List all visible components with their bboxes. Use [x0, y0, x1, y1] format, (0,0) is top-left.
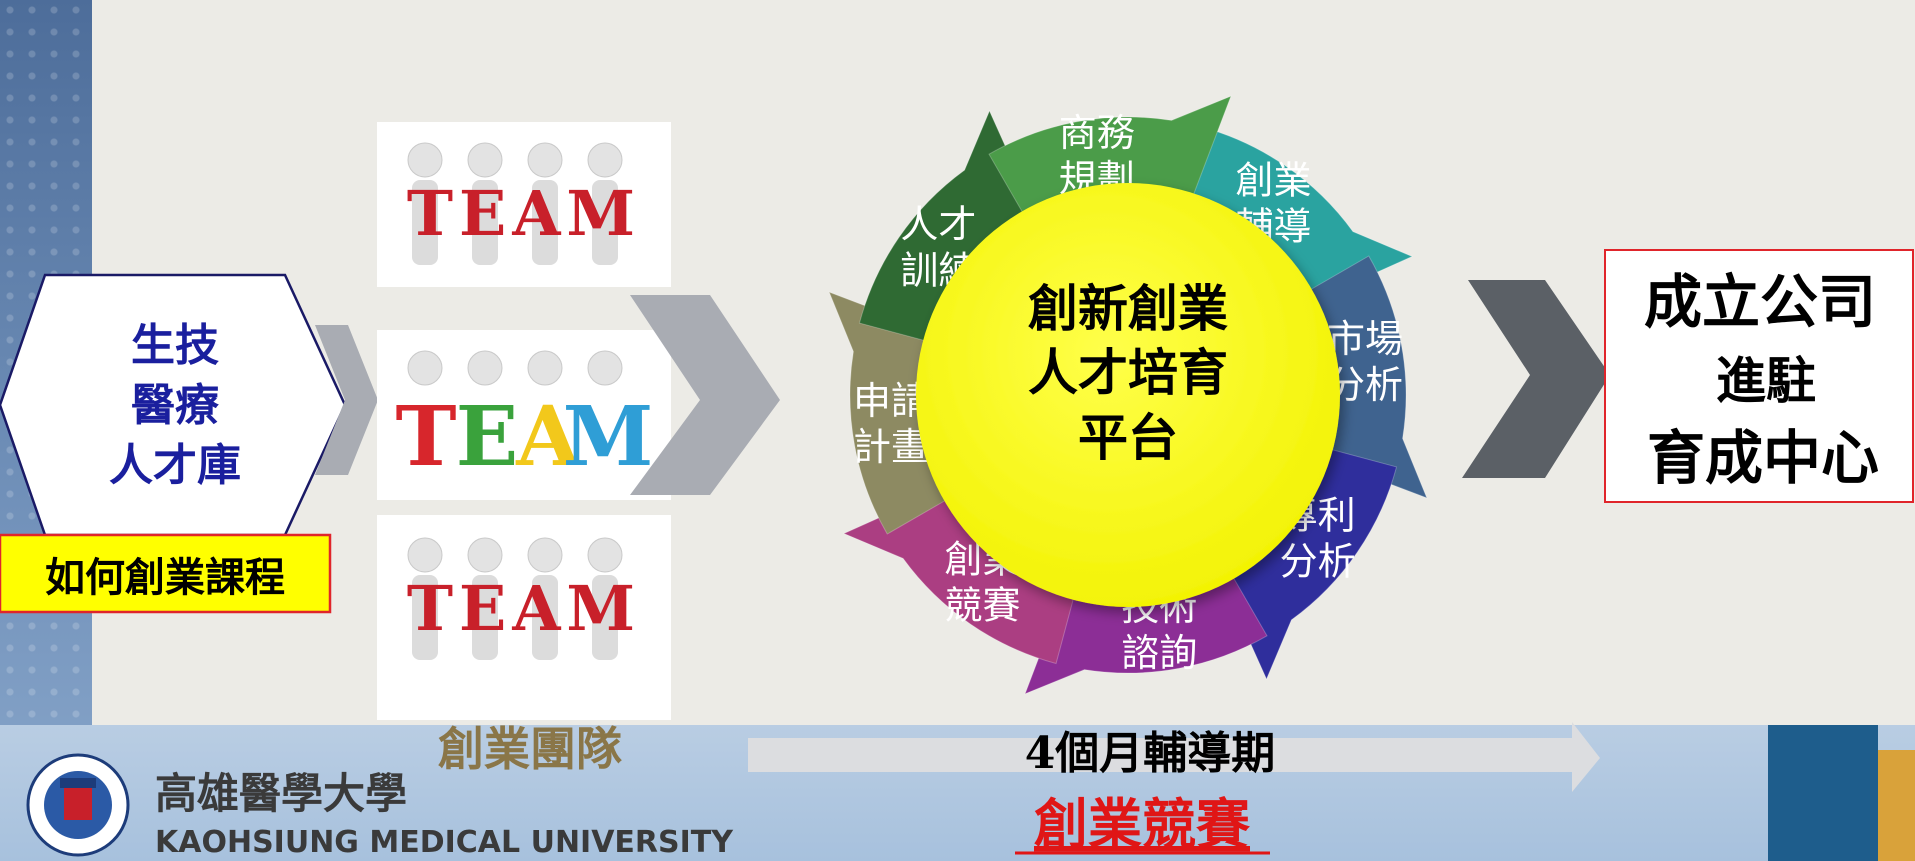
result-box — [1604, 249, 1914, 503]
result-chevron-arrow — [1462, 280, 1610, 478]
svg-text:T: T — [395, 389, 456, 485]
cycle-segment-6-label-2: 計畫 — [853, 425, 929, 469]
university-logo — [26, 753, 130, 857]
team-images: TEAM T E A M TEAM — [377, 122, 671, 720]
cycle-segment-4-label-2: 諮詢 — [1121, 631, 1197, 675]
team-letters-1: TEAM — [407, 177, 641, 250]
small-chevron-arrow — [315, 325, 378, 475]
result-line-3: 育成中心 — [1647, 424, 1879, 492]
team-letters-3: TEAM — [407, 572, 641, 645]
cycle-segment-8-label-1: 商務 — [1059, 111, 1135, 155]
university-name-cn: 高雄醫學大學 — [155, 769, 407, 818]
timeline-arrow — [748, 722, 1600, 792]
cycle-segment-2-label-1: 市場 — [1327, 317, 1403, 361]
center-line-2: 人才培育 — [1028, 343, 1228, 402]
svg-text:M: M — [563, 389, 654, 485]
hex-line-2: 醫療 — [131, 380, 219, 431]
course-label-box — [0, 533, 332, 614]
center-line-3: 平台 — [1078, 408, 1178, 467]
hex-line-1: 生技 — [131, 320, 219, 371]
svg-text:E: E — [456, 389, 519, 485]
footer-accent-blue — [1768, 725, 1878, 861]
center-line-1: 創新創業 — [1028, 279, 1228, 338]
svg-text:A: A — [515, 389, 581, 485]
cycle-segment-7-label-1: 人才 — [900, 203, 976, 247]
cycle-segment-1-label-1: 創業 — [1235, 158, 1311, 202]
hex-line-3: 人才庫 — [109, 440, 241, 491]
cycle-segment-5-label-2: 競賽 — [944, 584, 1020, 628]
cycle-segment-3-label-2: 分析 — [1280, 539, 1356, 583]
result-line-2: 進駐 — [1716, 351, 1816, 410]
period-label: 4個月輔導期 — [1025, 728, 1276, 779]
footer-accent-orange — [1878, 750, 1915, 861]
big-chevron-arrow — [630, 295, 780, 495]
university-name-en: KAOHSIUNG MEDICAL UNIVERSITY — [155, 825, 734, 860]
competition-label: 創業競賽 — [1034, 792, 1250, 856]
course-label: 如何創業課程 — [45, 554, 285, 601]
team-letters-colored: T E A M — [395, 389, 653, 485]
result-line-1: 成立公司 — [1644, 268, 1876, 336]
team-caption: 創業團隊 — [438, 722, 622, 776]
center-platform-circle — [916, 183, 1340, 607]
